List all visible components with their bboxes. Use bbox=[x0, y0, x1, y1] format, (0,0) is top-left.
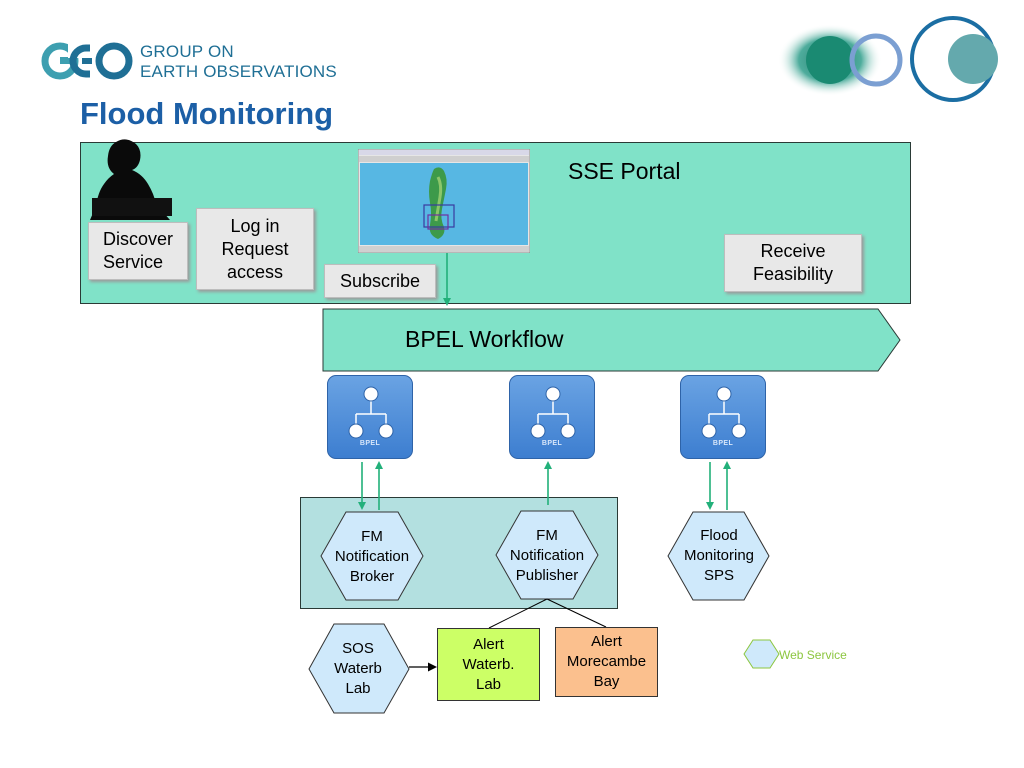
logo-line-2: EARTH OBSERVATIONS bbox=[140, 62, 337, 81]
logo-wordmark: GROUP ON EARTH OBSERVATIONS bbox=[140, 42, 337, 82]
bpel-caption: BPEL bbox=[359, 440, 381, 447]
bpel-engine-icon: BPEL bbox=[680, 375, 766, 459]
bpel-caption: BPEL bbox=[712, 440, 734, 447]
sos-waterb-lab-label: SOS Waterb Lab bbox=[334, 640, 382, 697]
fm-notification-broker-label: FM Notification Broker bbox=[334, 528, 410, 585]
alert-waterb-lab-box: Alert Waterb. Lab bbox=[437, 628, 540, 701]
login-request-access-button[interactable]: Log in Request access bbox=[196, 208, 314, 290]
alert-morecambe-bay-box: Alert Morecambe Bay bbox=[555, 627, 658, 697]
web-service-legend-label: Web Service bbox=[779, 648, 847, 662]
slide-title: Flood Monitoring bbox=[80, 96, 334, 131]
web-service-legend-icon bbox=[743, 639, 780, 669]
flood-monitoring-sps-label: Flood Monitoring SPS bbox=[683, 527, 755, 584]
logo-line-1: GROUP ON bbox=[140, 42, 234, 61]
bpel-engine-icon: BPEL bbox=[509, 375, 595, 459]
sse-portal-label: SSE Portal bbox=[568, 158, 681, 184]
bpel-workflow-label: BPEL Workflow bbox=[405, 326, 564, 352]
map-screenshot-image bbox=[358, 149, 530, 253]
user-silhouette-icon bbox=[90, 139, 172, 220]
bpel-workflow-shape bbox=[322, 308, 901, 372]
geo-logo-icon bbox=[41, 40, 133, 80]
bpel-engine-icon: BPEL bbox=[327, 375, 413, 459]
receive-feasibility-button[interactable]: Receive Feasibility bbox=[724, 234, 862, 292]
fm-notification-publisher-label: FM Notification Publisher bbox=[509, 527, 585, 584]
decorative-circles bbox=[778, 16, 998, 102]
bpel-caption: BPEL bbox=[541, 440, 563, 447]
discover-service-button[interactable]: Discover Service bbox=[88, 222, 188, 280]
subscribe-button[interactable]: Subscribe bbox=[324, 264, 436, 298]
